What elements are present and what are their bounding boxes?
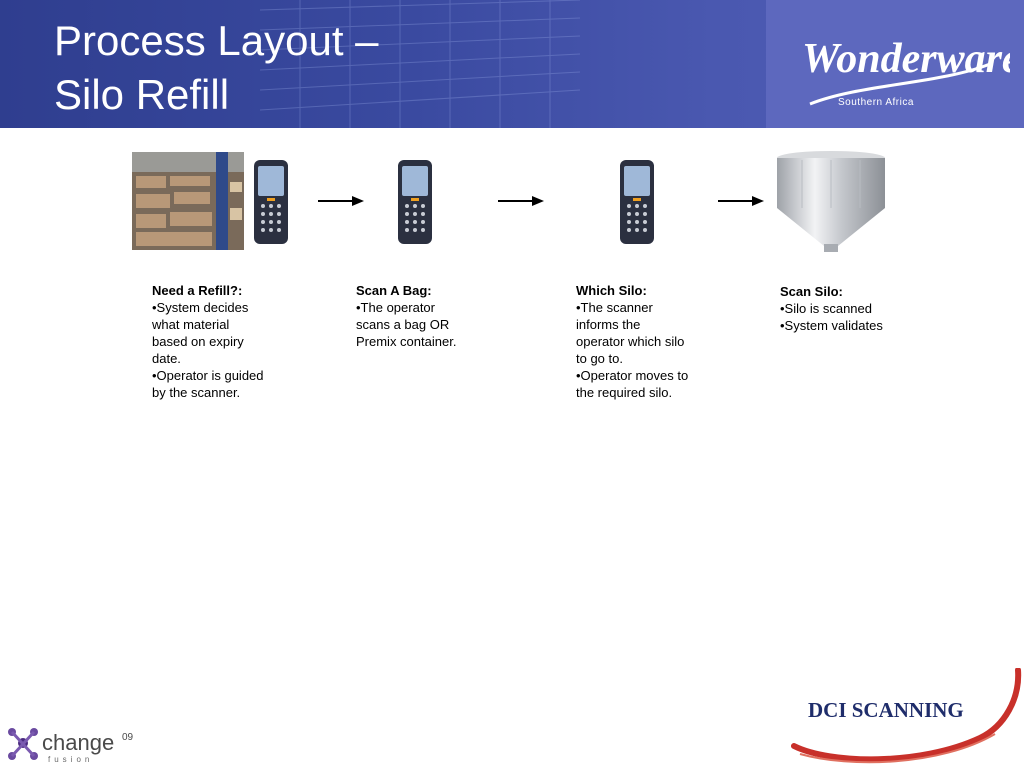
logo-panel bbox=[766, 0, 1024, 128]
arrow-right-icon bbox=[498, 196, 544, 206]
warehouse-photo bbox=[132, 152, 244, 250]
arrow-right-icon bbox=[318, 196, 364, 206]
step-line: •System validates bbox=[780, 318, 883, 333]
step-line: •Silo is scanned bbox=[780, 301, 872, 316]
xchange-wordmark: change bbox=[42, 730, 114, 755]
step-line: date. bbox=[152, 351, 181, 366]
step-line: •The operator bbox=[356, 300, 435, 315]
step-heading: Scan A Bag: bbox=[356, 283, 432, 298]
step-line: •System decides bbox=[152, 300, 249, 315]
handheld-scanner-2 bbox=[398, 160, 432, 244]
step-line: •Operator moves to bbox=[576, 368, 689, 383]
step-line: by the scanner. bbox=[152, 385, 241, 400]
title-line-1: Process Layout – bbox=[54, 17, 379, 64]
wonderware-logo: Wonderware bbox=[802, 36, 1010, 106]
handheld-scanner-1 bbox=[254, 160, 288, 244]
logo-subtext: Southern Africa bbox=[838, 97, 914, 108]
step-scan-bag: Scan A Bag: •The operator scans a bag OR… bbox=[356, 282, 496, 350]
step-line: based on expiry bbox=[152, 334, 244, 349]
step-need-refill: Need a Refill?: •System decides what mat… bbox=[152, 282, 292, 401]
step-line: the required silo. bbox=[576, 385, 673, 400]
arrow-right-icon bbox=[718, 196, 764, 206]
step-line: what material bbox=[152, 317, 230, 332]
step-line: •The scanner bbox=[576, 300, 653, 315]
page-title: Process Layout – Silo Refill bbox=[54, 14, 574, 122]
logo-wordmark: Wonderware bbox=[802, 36, 1010, 82]
step-scan-silo: Scan Silo: •Silo is scanned •System vali… bbox=[780, 283, 920, 334]
dci-scanning-logo: DCI SCANNING bbox=[808, 698, 964, 722]
xchange-fusion-logo: change 09 fusion bbox=[8, 728, 134, 764]
handheld-scanner-3 bbox=[620, 160, 654, 244]
xchange-superscript: 09 bbox=[122, 732, 134, 743]
building-texture bbox=[260, 0, 580, 128]
step-line: to go to. bbox=[576, 351, 623, 366]
step-line: scans a bag OR bbox=[356, 317, 450, 332]
step-line: operator which silo bbox=[576, 334, 685, 349]
step-line: Premix container. bbox=[356, 334, 457, 349]
dci-swoosh bbox=[791, 668, 1022, 764]
step-line: •Operator is guided bbox=[152, 368, 264, 383]
title-line-2: Silo Refill bbox=[54, 71, 230, 118]
step-heading: Scan Silo: bbox=[780, 284, 843, 299]
silo-image bbox=[777, 151, 885, 252]
step-line: informs the bbox=[576, 317, 641, 332]
header-banner: Process Layout – Silo Refill Wonderware … bbox=[0, 0, 1024, 128]
xchange-subtext: fusion bbox=[48, 755, 93, 764]
step-heading: Which Silo: bbox=[576, 283, 647, 298]
step-which-silo: Which Silo: •The scanner informs the ope… bbox=[576, 282, 726, 401]
step-heading: Need a Refill?: bbox=[152, 283, 243, 298]
